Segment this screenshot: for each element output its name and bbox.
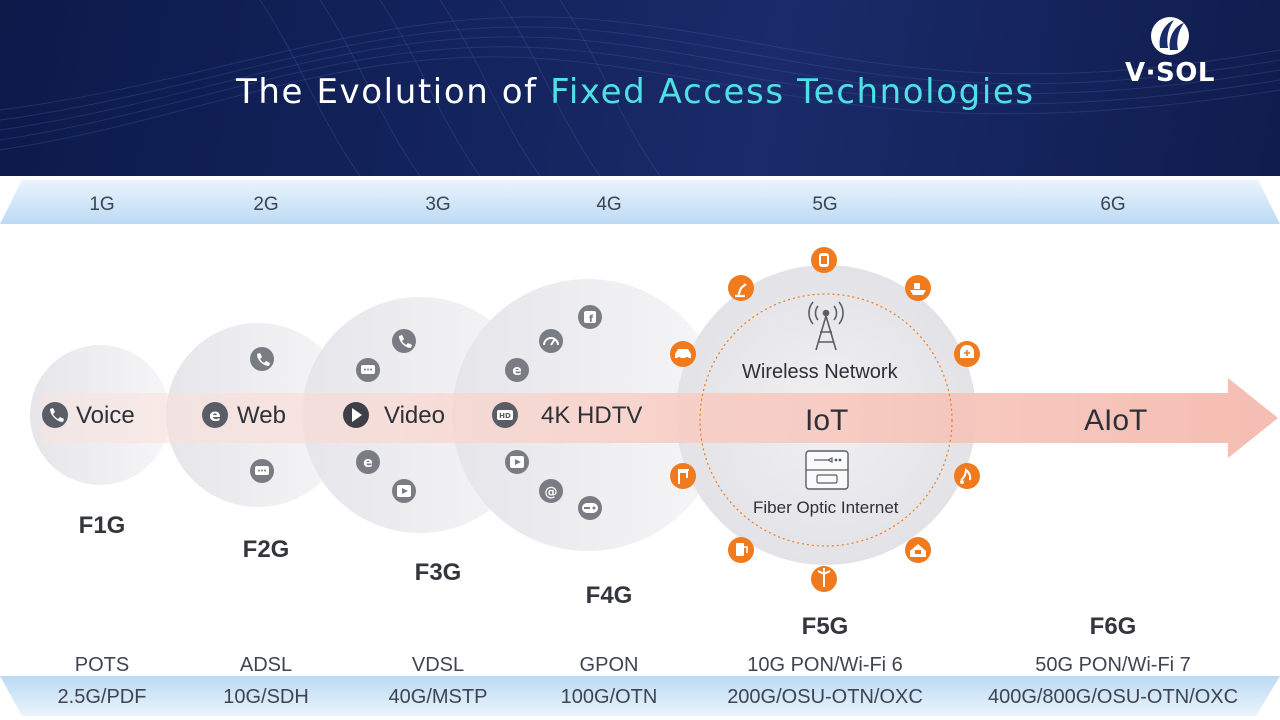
service-aiot: AIoT bbox=[1084, 404, 1148, 437]
f6g-label: F6G bbox=[1089, 613, 1137, 640]
gen-label-2g: 2G bbox=[253, 194, 279, 215]
hd-icon: HD bbox=[492, 402, 518, 428]
f2g-label: F2G bbox=[242, 536, 290, 563]
car-icon bbox=[670, 341, 696, 367]
title-highlight: Fixed Access Technologies bbox=[550, 72, 1035, 112]
service-web: Web bbox=[237, 402, 286, 429]
f4g-label: F4G bbox=[585, 582, 633, 609]
f3g-label: F3G bbox=[414, 559, 462, 586]
svg-text:e: e bbox=[209, 406, 221, 426]
antenna-tower-icon bbox=[808, 301, 844, 351]
tech-access-2g: ADSL bbox=[239, 654, 293, 676]
smartwatch-icon bbox=[811, 247, 837, 273]
iot-icons bbox=[670, 247, 980, 592]
tech-transport-6g: 400G/800G/OSU-OTN/OXC bbox=[987, 686, 1239, 708]
chat-icon-small bbox=[250, 459, 274, 483]
service-iot: IoT bbox=[805, 404, 849, 437]
crane-icon bbox=[670, 463, 696, 489]
browser-icon: e bbox=[202, 402, 228, 428]
vsol-logo-mark bbox=[1151, 17, 1189, 55]
gamepad-icon-small bbox=[578, 496, 602, 520]
svg-text:f: f bbox=[589, 314, 594, 325]
ev-charging-icon bbox=[728, 537, 754, 563]
generation-band bbox=[0, 180, 1280, 224]
play-icon-small bbox=[392, 479, 416, 503]
f1g-label: F1G bbox=[78, 512, 126, 539]
page-title: The Evolution of Fixed Access Technologi… bbox=[236, 72, 1035, 112]
svg-text:@: @ bbox=[545, 485, 558, 500]
vsol-logo: V·SOL bbox=[1108, 14, 1232, 92]
tech-access-1g: POTS bbox=[74, 654, 130, 676]
phone-icon-small bbox=[250, 347, 274, 371]
tech-transport-1g: 2.5G/PDF bbox=[57, 686, 147, 708]
tech-access-4g: GPON bbox=[579, 654, 639, 676]
tech-transport-2g: 10G/SDH bbox=[223, 686, 309, 708]
svg-text:e: e bbox=[363, 455, 373, 471]
play-icon-small bbox=[505, 450, 529, 474]
agriculture-icon bbox=[954, 463, 980, 489]
technology-band bbox=[0, 676, 1280, 716]
tech-transport-3g: 40G/MSTP bbox=[388, 686, 488, 708]
tech-transport-5g: 200G/OSU-OTN/OXC bbox=[727, 686, 923, 708]
ship-icon bbox=[905, 275, 931, 301]
service-voice: Voice bbox=[76, 402, 135, 429]
svg-text:e: e bbox=[512, 363, 522, 379]
smart-home-icon bbox=[905, 537, 931, 563]
svg-text:HD: HD bbox=[499, 412, 511, 420]
gen-label-4g: 4G bbox=[596, 194, 622, 215]
tech-transport-4g: 100G/OTN bbox=[560, 686, 658, 708]
wireless-network-label: Wireless Network bbox=[742, 361, 898, 383]
wind-turbine-icon bbox=[811, 566, 837, 592]
f5g-label: F5G bbox=[801, 613, 849, 640]
service-4k-hdtv: 4K HDTV bbox=[541, 402, 643, 429]
email-at-icon-small: @ bbox=[539, 479, 563, 503]
gen-label-1g: 1G bbox=[89, 194, 115, 215]
facebook-icon-small: f bbox=[578, 305, 602, 329]
evolution-arrow bbox=[40, 378, 1278, 458]
gen-label-6g: 6G bbox=[1100, 194, 1126, 215]
browser-icon-small: e bbox=[505, 358, 529, 382]
service-video: Video bbox=[384, 402, 445, 429]
tech-access-3g: VDSL bbox=[411, 654, 465, 676]
fiber-optic-internet-label: Fiber Optic Internet bbox=[753, 498, 899, 517]
header-banner: The Evolution of Fixed Access Technologi… bbox=[0, 0, 1280, 176]
healthcare-icon bbox=[954, 341, 980, 367]
play-icon bbox=[343, 402, 369, 428]
tech-access-6g: 50G PON/Wi-Fi 7 bbox=[1035, 654, 1191, 676]
gen-label-3g: 3G bbox=[425, 194, 451, 215]
fiber-router-icon bbox=[805, 450, 849, 490]
gen-label-5g: 5G bbox=[812, 194, 838, 215]
tech-access-5g: 10G PON/Wi-Fi 6 bbox=[747, 654, 903, 676]
title-prefix: The Evolution of bbox=[236, 72, 551, 112]
phone-icon-small bbox=[392, 329, 416, 353]
chat-icon-small bbox=[356, 358, 380, 382]
logo-text: V·SOL bbox=[1125, 58, 1215, 88]
wave-mesh-decoration bbox=[0, 0, 1280, 176]
phone-icon bbox=[42, 402, 68, 428]
robot-arm-icon bbox=[728, 275, 754, 301]
f5g-dotted-ring bbox=[699, 293, 953, 547]
browser-icon-small: e bbox=[356, 450, 380, 474]
small-service-icons: e f e @ bbox=[250, 305, 602, 520]
speedometer-icon-small bbox=[539, 329, 563, 353]
